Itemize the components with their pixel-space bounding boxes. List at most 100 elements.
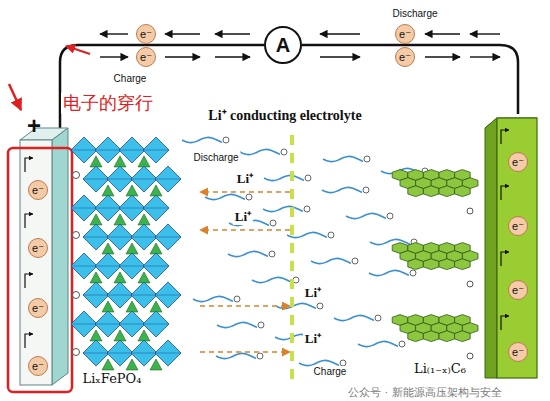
lithium-ion (467, 353, 473, 359)
electrolyte-molecule (240, 149, 280, 154)
electrolyte-molecule (193, 296, 233, 301)
ammeter-circle: A (264, 26, 302, 64)
electron-circle: e⁻ (508, 342, 528, 362)
electrolyte-waves (182, 137, 428, 366)
electrolyte-molecule (252, 277, 292, 282)
label-holder: Li₍₁₋ₓ₎C₆ (412, 359, 468, 377)
lithium-ion (234, 296, 240, 302)
electron-circle: e⁻ (508, 280, 528, 300)
octahedron-edge (143, 150, 169, 151)
tetrahedron (150, 301, 162, 312)
collector-side (52, 128, 68, 385)
octahedron (119, 137, 145, 163)
electron-circle: e⁻ (508, 216, 528, 236)
meter-symbol: A (276, 35, 290, 55)
graphite-hexagon (408, 331, 424, 342)
tetrahedron (138, 156, 150, 167)
octahedron (131, 166, 157, 192)
collector-arrow (501, 316, 509, 330)
octahedron (107, 340, 133, 366)
octahedron-edge (143, 266, 169, 267)
graphite-hexagon (455, 331, 471, 342)
octahedron (83, 224, 109, 250)
lithium-ion (352, 258, 358, 264)
flow-arrow (425, 56, 460, 57)
electron-circle: e⁻ (28, 180, 48, 200)
octahedron-edge (95, 150, 121, 151)
octahedron (143, 195, 169, 221)
octahedron (71, 195, 97, 221)
octahedron (71, 137, 97, 163)
lithium-ion (410, 270, 416, 276)
graphite-hexagon (408, 259, 424, 270)
tetrahedron (114, 272, 126, 283)
ion-arrow (200, 191, 290, 193)
octahedron-edge (155, 353, 181, 354)
octahedron-edge (143, 324, 169, 325)
lithium-ion (258, 322, 264, 328)
tetrahedron (126, 301, 138, 312)
tetrahedron (150, 185, 162, 196)
electron-circle: e⁻ (28, 298, 48, 318)
lithium-ion (73, 349, 80, 356)
collector-arrow (501, 186, 509, 200)
callout-arrow (66, 46, 90, 54)
electrolyte-molecule (228, 251, 268, 256)
graphite-hexagon (439, 331, 455, 342)
label-holder: LiₓFePO₄ (81, 369, 144, 387)
electron-label: e⁻ (399, 29, 411, 40)
octahedron (119, 195, 145, 221)
octahedron-edge (155, 295, 181, 296)
graphite-hexagon (423, 186, 439, 197)
electrolyte-molecule (182, 137, 222, 142)
flow-arrow (215, 33, 250, 34)
tetrahedron (138, 272, 150, 283)
octahedron (107, 224, 133, 250)
tetrahedron (90, 156, 102, 167)
collector-arrow (25, 334, 33, 348)
electron-circle: e⁻ (136, 47, 156, 67)
flow-arrow (100, 56, 128, 57)
octahedron (83, 166, 109, 192)
octahedron (155, 224, 181, 250)
wire-right (302, 45, 518, 114)
lithium-ion (269, 251, 275, 257)
label-holder: 电子的穿行 (61, 93, 155, 114)
electron-label: e⁻ (32, 185, 44, 196)
graphite-hexagon (423, 259, 439, 270)
octahedron-edge (155, 179, 181, 180)
electron-label: e⁻ (512, 221, 524, 232)
lithium-ion (364, 156, 370, 162)
electrolyte-molecule (322, 187, 362, 192)
annotation: 电子的穿行 (61, 93, 155, 114)
lithium-ion (375, 315, 381, 321)
electron-circle: e⁻ (395, 47, 415, 67)
lithium-ion (387, 213, 393, 219)
octahedron-edge (131, 353, 157, 354)
octahedron (143, 311, 169, 337)
ion-label: Li⁺ (235, 172, 255, 187)
label-holder: 公众号 · 新能源高压架构与安全 (346, 382, 503, 400)
octahedron-edge (143, 208, 169, 209)
lithium-ion (317, 303, 323, 309)
electrolyte-title: Li⁺ conducting electrolyte (206, 108, 363, 124)
flow-arrow (320, 33, 360, 34)
tetrahedron (126, 243, 138, 254)
octahedron (95, 137, 121, 163)
lithium-ion (73, 292, 80, 299)
label-holder: Charge (312, 361, 349, 379)
octahedron (143, 137, 169, 163)
flow-arrow (165, 56, 200, 57)
electron-circle: e⁻ (136, 24, 156, 44)
graphite-anode (392, 170, 478, 359)
flow-direction: Discharge (390, 8, 439, 20)
octahedron (71, 253, 97, 279)
ion-arrow (200, 351, 290, 353)
tetrahedron (114, 330, 126, 341)
flow-direction: Charge (312, 366, 349, 378)
ion-flow-arrows (200, 192, 290, 352)
tetrahedron (102, 359, 114, 370)
highlight-box (8, 148, 72, 392)
octahedron-edge (95, 324, 121, 325)
collector-arrow (25, 214, 33, 228)
